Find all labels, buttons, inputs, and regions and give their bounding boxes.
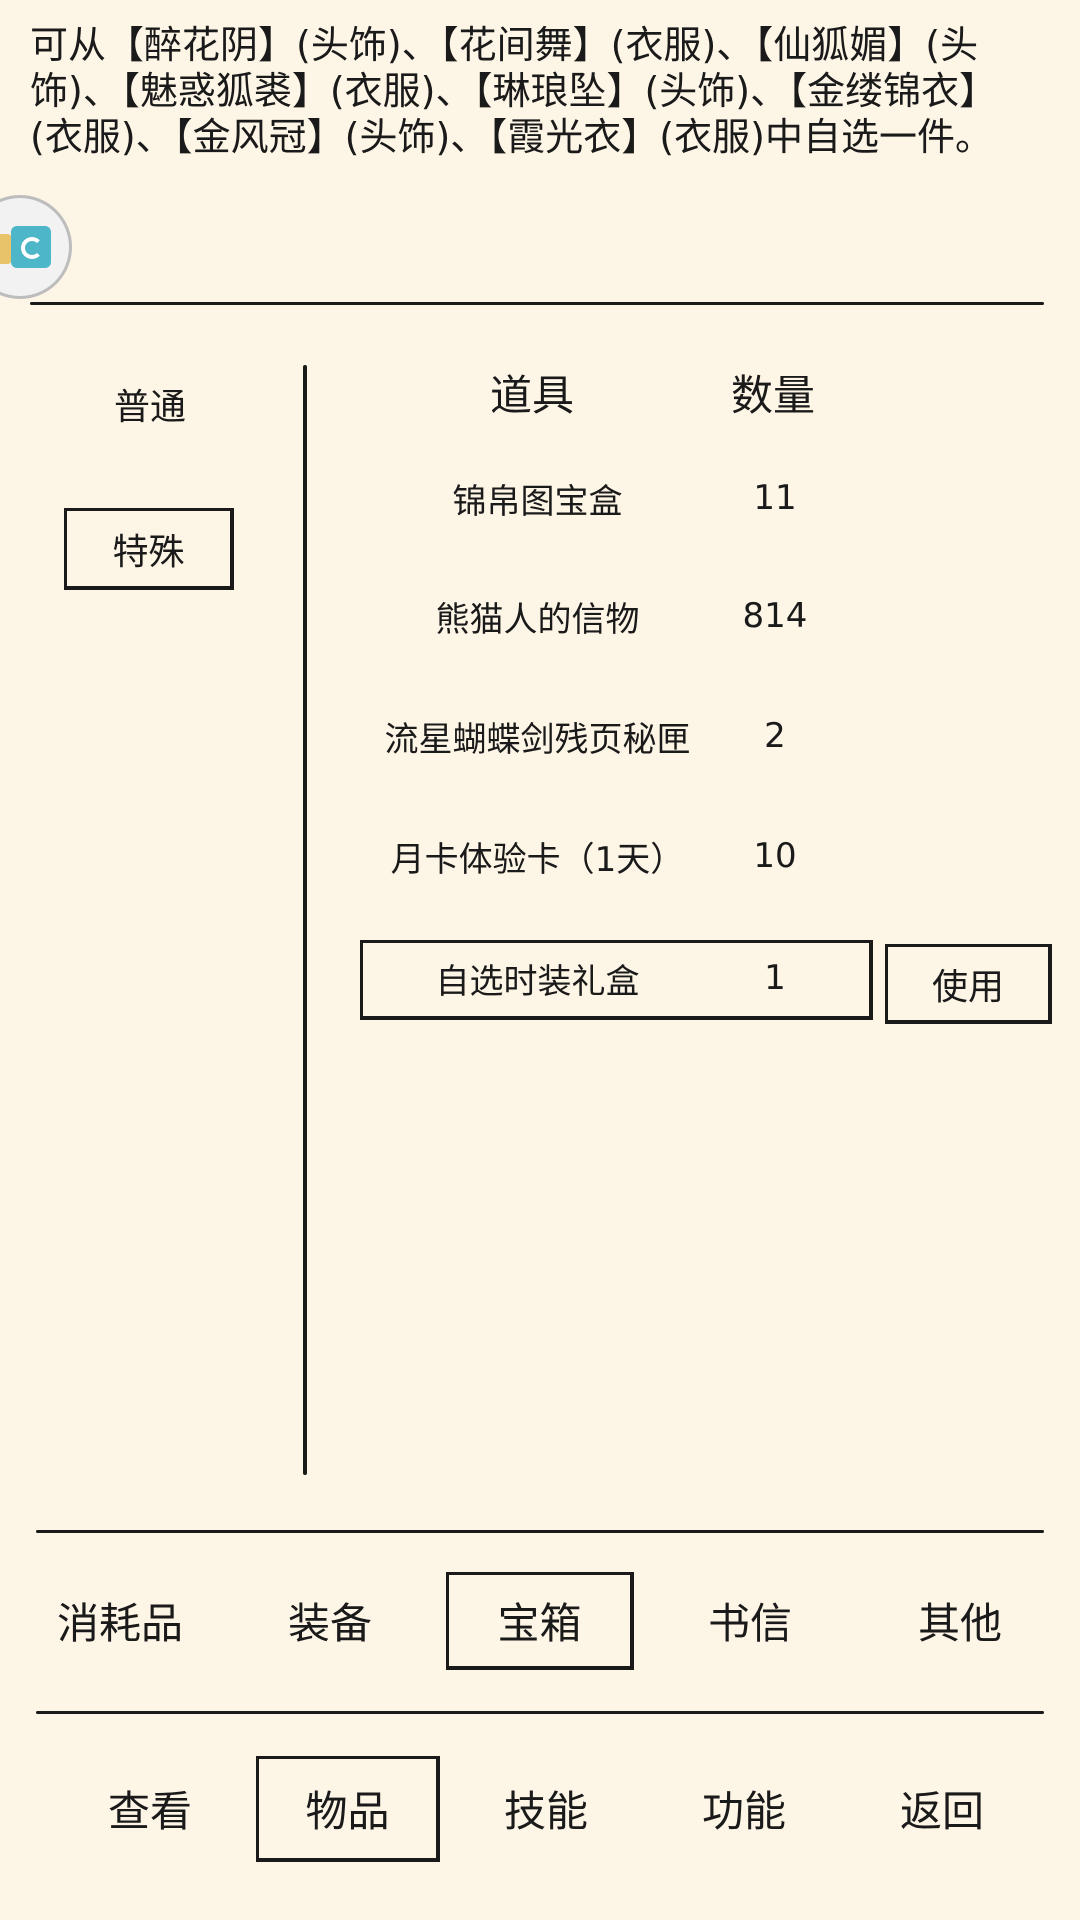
item-count: 1: [764, 958, 786, 998]
bottom-divider: [36, 1711, 1044, 1714]
nav-skills[interactable]: 技能: [503, 1786, 588, 1836]
item-count: 11: [753, 478, 797, 518]
item-count: 814: [742, 596, 808, 636]
middle-divider: [36, 1530, 1044, 1533]
item-count: 10: [753, 836, 797, 876]
tab-letters[interactable]: 书信: [707, 1598, 792, 1648]
nav-functions[interactable]: 功能: [701, 1786, 786, 1836]
tab-consumables[interactable]: 消耗品: [56, 1598, 183, 1648]
floating-assistant-icon[interactable]: [0, 195, 72, 299]
item-name: 自选时装礼盒: [435, 962, 640, 1002]
item-count: 2: [764, 716, 786, 756]
column-header-item: 道具: [489, 371, 574, 420]
item-name: 月卡体验卡（1天）: [390, 840, 685, 880]
item-name: 流星蝴蝶剑残页秘匣: [384, 720, 691, 760]
tab-chests-label: 宝箱: [497, 1599, 582, 1648]
top-divider: [30, 302, 1044, 305]
tab-chests[interactable]: 宝箱: [446, 1572, 634, 1670]
subcategory-normal[interactable]: 普通: [113, 387, 186, 428]
use-button[interactable]: 使用: [885, 944, 1052, 1024]
item-name: 熊猫人的信物: [435, 600, 640, 640]
subcategory-special-label: 特殊: [112, 531, 185, 573]
selected-table-row[interactable]: [360, 940, 873, 1020]
use-button-label: 使用: [931, 966, 1004, 1008]
tab-others[interactable]: 其他: [917, 1598, 1002, 1648]
item-description: 可从【醉花阴】(头饰)、【花间舞】(衣服)、【仙狐媚】(头饰)、【魅惑狐裘】(衣…: [30, 23, 998, 159]
panel-divider: [303, 365, 307, 1475]
nav-items[interactable]: 物品: [256, 1756, 440, 1862]
nav-back[interactable]: 返回: [899, 1786, 984, 1836]
subcategory-special-button[interactable]: 特殊: [64, 508, 234, 590]
item-name: 锦帛图宝盒: [452, 482, 623, 522]
nav-view[interactable]: 查看: [107, 1786, 192, 1836]
nav-items-label: 物品: [305, 1787, 390, 1836]
column-header-count: 数量: [730, 371, 815, 420]
tab-equipment[interactable]: 装备: [287, 1598, 372, 1648]
